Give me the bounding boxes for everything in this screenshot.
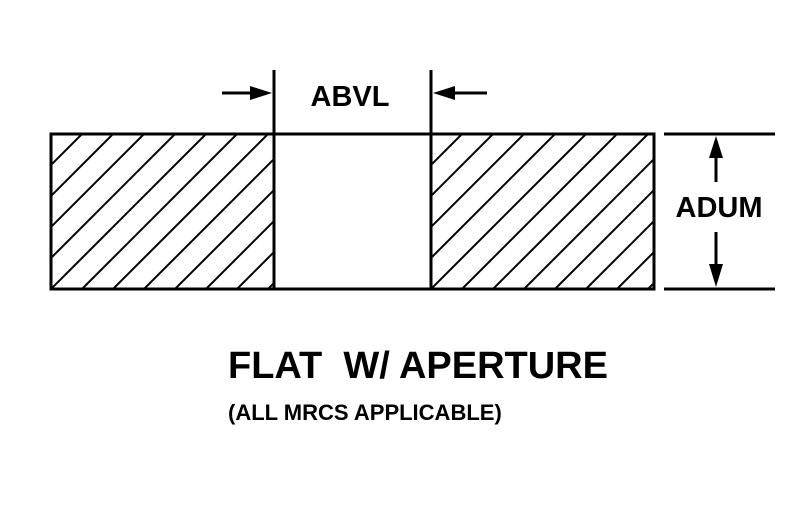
- width-dimension-label: ABVL: [311, 81, 390, 113]
- hatch-line: [51, 134, 176, 260]
- hatch-line: [51, 134, 83, 167]
- hatch-line: [51, 134, 114, 198]
- diagram-title: FLAT W/ APERTURE: [228, 345, 608, 387]
- thickness-dimension-label: ADUM: [676, 192, 763, 224]
- hatch-line: [81, 134, 238, 289]
- hatch-line: [51, 134, 207, 289]
- left-hatched-section: [51, 134, 274, 289]
- hatch-line: [143, 157, 274, 289]
- hatch-line: [523, 157, 654, 289]
- hatch-line: [431, 134, 432, 136]
- width-arrowhead-left: [250, 86, 272, 100]
- hatch-line: [205, 219, 274, 289]
- hatch-line: [431, 134, 494, 198]
- hatch-line: [174, 188, 274, 289]
- hatch-line: [431, 134, 587, 289]
- hatch-line: [236, 250, 274, 289]
- width-arrowhead-right: [433, 86, 455, 100]
- hatch-line: [492, 134, 649, 289]
- hatch-line: [585, 219, 654, 289]
- diagram-subtitle: (ALL MRCS APPLICABLE): [228, 400, 502, 425]
- hatch-line: [51, 134, 52, 136]
- hatch-line: [51, 134, 145, 229]
- flat-part-outline: [49, 132, 656, 291]
- thickness-arrowhead-top: [709, 136, 723, 158]
- hatch-line: [431, 134, 556, 260]
- hatch-line: [461, 134, 618, 289]
- hatch-line: [267, 281, 274, 289]
- thickness-arrowhead-bottom: [709, 264, 723, 287]
- hatch-line: [431, 134, 463, 167]
- hatch-line: [616, 250, 654, 289]
- hatch-line: [554, 188, 654, 289]
- hatch-line: [112, 134, 269, 289]
- right-hatched-section: [431, 134, 654, 289]
- hatch-line: [431, 134, 525, 229]
